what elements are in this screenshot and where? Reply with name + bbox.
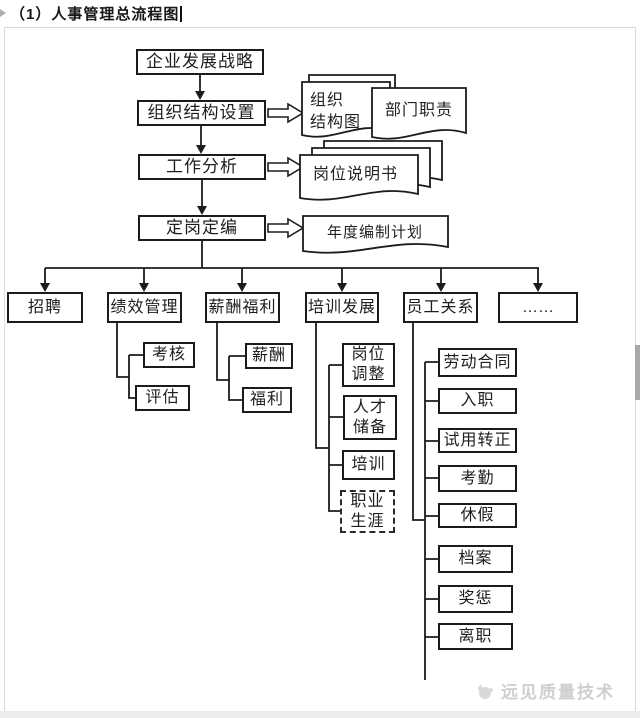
arrowhead-icon (337, 283, 347, 292)
node-resignation: 离职 (438, 623, 513, 650)
watermark-text: 远见质量技术 (501, 683, 615, 702)
block-arrow-icon (267, 156, 305, 178)
arrowheads (40, 91, 543, 292)
doc-label-job-desc: 岗位说明书 (313, 166, 399, 183)
margin-bullet-icon (0, 9, 6, 17)
node-position-adjust: 岗位 调整 (342, 343, 395, 387)
node-job-analysis: 工作分析 (138, 154, 266, 180)
node-performance: 绩效管理 (107, 292, 182, 323)
node-evaluate: 评估 (135, 385, 190, 411)
node-compensation: 薪酬福利 (205, 292, 280, 323)
flow-connectors (44, 74, 539, 680)
doc-label-dept-duty: 部门职责 (384, 102, 453, 119)
bracket-compensation (216, 323, 245, 401)
node-welfare: 福利 (242, 387, 292, 413)
page-title-text: （1）人事管理总流程图 (10, 6, 180, 23)
node-archives: 档案 (438, 545, 513, 573)
doc-job-desc (299, 154, 419, 201)
node-attendance: 考勤 (438, 465, 517, 492)
bracket-training (315, 323, 343, 512)
bracket-performance (116, 323, 143, 399)
page-title: （1）人事管理总流程图 (10, 3, 183, 24)
bracket-employee-relations (412, 323, 438, 680)
node-more: …… (498, 292, 578, 323)
doc-dept-duty (371, 87, 467, 140)
text-cursor (180, 5, 183, 22)
node-assess: 考核 (143, 342, 195, 368)
node-training: 培训发展 (305, 292, 379, 323)
node-probation: 试用转正 (438, 428, 517, 453)
node-employee-relations: 员工关系 (403, 292, 478, 323)
node-career: 职业 生涯 (340, 490, 395, 533)
node-leave: 休假 (438, 503, 517, 528)
doc-label-annual-plan: 年度编制计划 (326, 224, 423, 241)
doc-annual-plan (302, 215, 449, 254)
node-strategy: 企业发展战略 (136, 49, 264, 75)
lines-branch-drops (44, 268, 539, 284)
node-talent-reserve: 人才 储备 (343, 395, 397, 440)
arrowhead-icon (40, 283, 50, 292)
node-salary: 薪酬 (245, 343, 293, 369)
node-onboarding: 入职 (438, 388, 517, 414)
arrowhead-icon (533, 283, 543, 292)
node-staffing: 定岗定编 (138, 215, 266, 241)
doc-label-org-chart: 组织 结构图 (310, 92, 362, 131)
arrowhead-icon (196, 145, 206, 154)
watermark: 远见质量技术 (474, 678, 615, 703)
bottom-edge-strip (0, 711, 640, 718)
node-training-course: 培训 (342, 450, 395, 480)
arrowhead-icon (237, 283, 247, 292)
block-arrow-icon (267, 217, 305, 239)
arrowhead-icon (436, 283, 446, 292)
arrowhead-icon (195, 91, 205, 100)
node-labor-contract: 劳动合同 (438, 348, 517, 377)
document-shapes (299, 74, 467, 254)
block-arrows (267, 102, 305, 239)
watermark-logo-icon (478, 683, 493, 699)
block-arrow-icon (267, 102, 305, 124)
node-recruit: 招聘 (7, 292, 83, 323)
arrowhead-icon (197, 206, 207, 215)
arrowhead-icon (139, 283, 149, 292)
scrollbar-thumb[interactable] (635, 345, 640, 400)
node-org-setup: 组织结构设置 (137, 100, 266, 126)
node-rewards: 奖惩 (438, 585, 513, 613)
